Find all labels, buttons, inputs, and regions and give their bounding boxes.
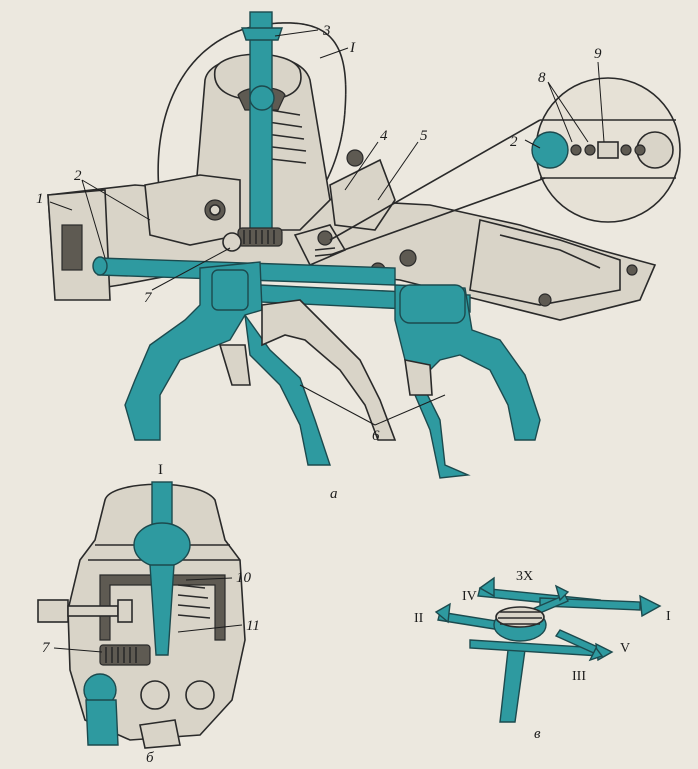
figure-c-shift-pattern: 3X IV II I V III в bbox=[414, 569, 671, 742]
label-1: 1 bbox=[36, 191, 44, 207]
leaders-a bbox=[49, 29, 605, 426]
label-2: 2 bbox=[74, 168, 82, 184]
label-9: 9 bbox=[594, 46, 602, 62]
shift-fork-left-6 bbox=[124, 261, 331, 466]
shift-fork-middle bbox=[218, 299, 397, 441]
caption-a: а bbox=[330, 486, 338, 502]
spring-7 bbox=[222, 227, 283, 252]
shift-fork-right-6 bbox=[394, 284, 541, 479]
figure-b-section: I 10 11 7 б bbox=[37, 462, 260, 766]
label-7: 7 bbox=[144, 290, 153, 306]
gear-label-V: V bbox=[620, 641, 630, 656]
label-roman-I: I bbox=[349, 40, 356, 56]
detent-detail-inset bbox=[329, 77, 681, 256]
gear-label-IV: IV bbox=[462, 589, 477, 604]
label-4: 4 bbox=[380, 128, 388, 144]
label-10: 10 bbox=[236, 570, 252, 586]
gear-label-II: II bbox=[414, 611, 424, 626]
label-8: 8 bbox=[538, 70, 546, 86]
label-3: 3 bbox=[322, 23, 331, 39]
caption-c: в bbox=[534, 726, 541, 742]
label-5: 5 bbox=[420, 128, 428, 144]
caption-b: б bbox=[146, 750, 154, 766]
gear-label-I: I bbox=[666, 609, 671, 624]
gear-label-3x: 3X bbox=[516, 569, 533, 584]
label-11: 11 bbox=[246, 618, 260, 634]
figure-a-assembly: 3 I 4 5 1 2 7 6 8 9 2 а bbox=[36, 11, 681, 502]
label-b-7: 7 bbox=[42, 640, 51, 656]
label-6: 6 bbox=[372, 428, 380, 444]
label-2-inset: 2 bbox=[510, 134, 518, 150]
label-b-roman-I: I bbox=[158, 462, 163, 478]
gear-label-III: III bbox=[572, 669, 586, 684]
